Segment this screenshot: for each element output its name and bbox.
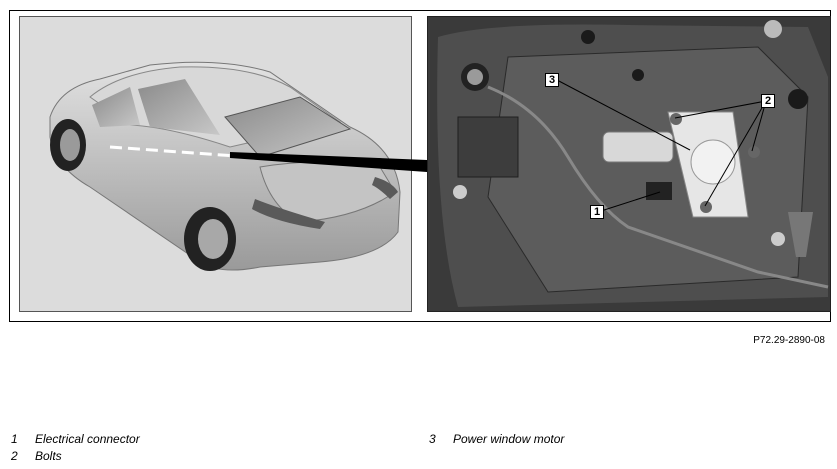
legend-item-2: 2 Bolts xyxy=(11,449,62,463)
car-overview-illustration xyxy=(19,16,412,312)
legend-number: 2 xyxy=(11,449,18,463)
door-image xyxy=(428,17,830,311)
callout-3: 3 xyxy=(545,73,560,87)
legend-item-1: 1 Electrical connector xyxy=(11,432,140,446)
car-image xyxy=(49,61,401,271)
legend-text: Bolts xyxy=(35,449,62,463)
legend-number: 1 xyxy=(11,432,18,446)
callout-1: 1 xyxy=(590,205,605,219)
callout-2: 2 xyxy=(761,94,776,108)
legend-text: Electrical connector xyxy=(35,432,140,446)
door-interior-illustration xyxy=(427,16,831,312)
legend-item-3: 3 Power window motor xyxy=(429,432,564,446)
legend-text: Power window motor xyxy=(453,432,565,446)
figure-reference: P72.29-2890-08 xyxy=(753,335,825,346)
legend-number: 3 xyxy=(429,432,436,446)
